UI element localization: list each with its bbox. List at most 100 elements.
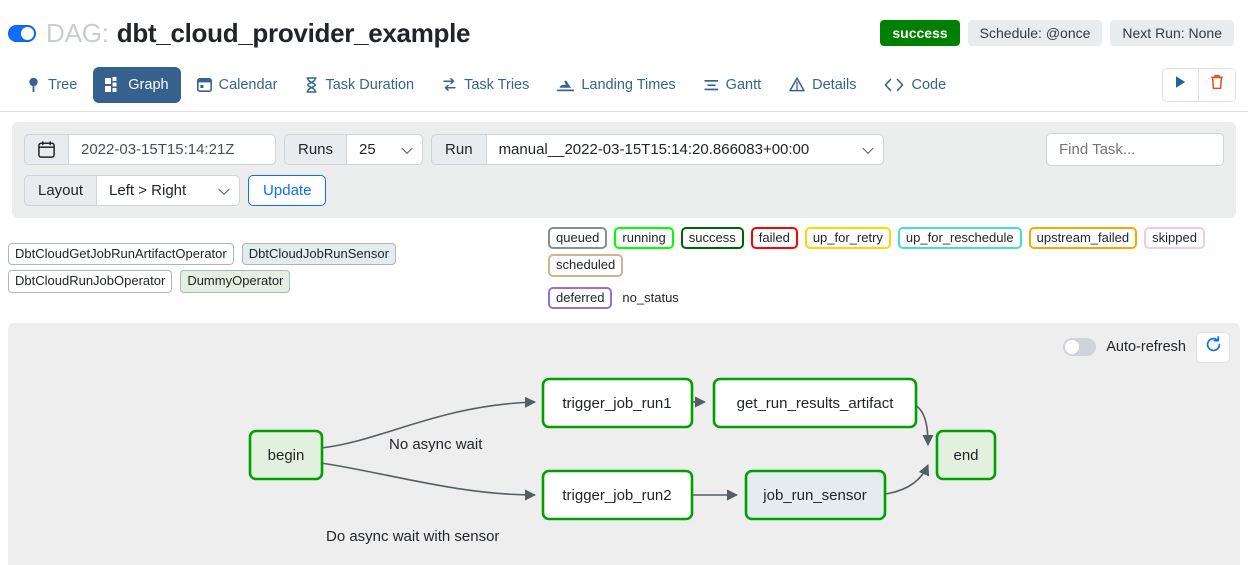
tab-details-label: Details — [812, 76, 857, 93]
run-select[interactable]: manual__2022-03-15T15:14:20.866083+00:00 — [485, 134, 884, 165]
filter-toolbar-wrapper: 2022-03-15T15:14:21Z Runs 25 Run manual_… — [0, 112, 1248, 218]
search-input[interactable] — [1046, 133, 1224, 166]
graph-node-get-run-results-artifact[interactable]: get_run_results_artifact — [712, 377, 918, 429]
legend-state-success[interactable]: success — [680, 227, 744, 250]
page-title: dbt_cloud_provider_example — [116, 17, 471, 48]
graph-node-label: begin — [268, 447, 305, 464]
edge-label-no-async-wait: No async wait — [389, 436, 483, 453]
filter-row-secondary: Layout Left > Right Update — [24, 175, 1224, 206]
filter-toolbar: 2022-03-15T15:14:21Z Runs 25 Run manual_… — [12, 122, 1236, 218]
tab-gantt-label: Gantt — [725, 76, 762, 93]
refresh-button[interactable] — [1196, 331, 1230, 363]
graph-node-label: job_run_sensor — [762, 487, 866, 504]
page-header: DAG: dbt_cloud_provider_example success … — [0, 0, 1248, 58]
trigger-dag-button[interactable] — [1162, 67, 1199, 102]
schedule-badge: Schedule: @once — [967, 20, 1103, 46]
graph-node-label: end — [953, 447, 978, 464]
status-badge: success — [880, 20, 960, 46]
legend-row: DbtCloudGetJobRunArtifactOperator DbtClo… — [8, 227, 1240, 309]
header-badges: success Schedule: @once Next Run: None — [880, 20, 1234, 46]
tab-code-label: Code — [911, 76, 947, 93]
tab-code[interactable]: Code — [872, 67, 958, 103]
legend-state-failed[interactable]: failed — [750, 227, 798, 250]
run-label: Run — [431, 134, 487, 165]
tab-tree-label: Tree — [48, 76, 78, 93]
graph-edge-labels: No async wait Do async wait with sensor — [326, 436, 499, 545]
edge-label-do-async-wait: Do async wait with sensor — [326, 528, 499, 545]
calendar-icon[interactable] — [24, 134, 69, 165]
graph-node-label: trigger_job_run1 — [562, 395, 671, 412]
tab-landing-times-label: Landing Times — [581, 76, 676, 93]
graph-node-begin[interactable]: begin — [248, 429, 324, 481]
details-icon — [789, 77, 805, 92]
legend-state-scheduled[interactable]: scheduled — [548, 254, 624, 277]
runs-select[interactable]: 25 — [346, 134, 424, 165]
legend-operator-chip[interactable]: DummyOperator — [180, 270, 291, 293]
play-icon — [1174, 75, 1187, 94]
tab-details[interactable]: Details — [777, 67, 868, 103]
legend-operator-chip[interactable]: DbtCloudGetJobRunArtifactOperator — [8, 243, 234, 266]
update-button[interactable]: Update — [248, 175, 327, 206]
tab-landing-times[interactable]: Landing Times — [545, 67, 687, 103]
dag-pause-toggle[interactable] — [8, 24, 36, 42]
dag-actions — [1162, 67, 1236, 102]
tab-task-tries-label: Task Tries — [464, 76, 530, 93]
tab-calendar[interactable]: Calendar — [185, 67, 290, 103]
layout-select[interactable]: Left > Right — [96, 175, 241, 206]
legend-state-deferred[interactable]: deferred — [548, 286, 613, 309]
graph-node-label: get_run_results_artifact — [737, 395, 895, 412]
tab-task-tries[interactable]: Task Tries — [430, 67, 541, 103]
tab-graph[interactable]: Graph — [93, 66, 181, 103]
hourglass-icon — [305, 76, 318, 93]
graph-node-trigger-job-run2[interactable]: trigger_job_run2 — [541, 469, 694, 521]
refresh-icon — [1205, 336, 1222, 358]
legend-state-upstream-failed[interactable]: upstream_failed — [1028, 227, 1138, 250]
legend-state-running[interactable]: running — [614, 227, 674, 250]
runs-label: Runs — [284, 134, 348, 165]
legend-operator-chip[interactable]: DbtCloudRunJobOperator — [8, 270, 173, 293]
dag-graph-svg[interactable]: No async wait Do async wait with sensor … — [8, 323, 1240, 565]
graph-controls: Auto-refresh — [1063, 331, 1230, 363]
tab-graph-label: Graph — [128, 76, 169, 93]
tab-task-duration[interactable]: Task Duration — [293, 67, 426, 103]
tab-tree[interactable]: Tree — [14, 67, 89, 103]
runs-group: Runs 25 — [284, 134, 424, 165]
legend-operator-chip[interactable]: DbtCloudJobRunSensor — [241, 243, 396, 266]
landing-icon — [557, 77, 575, 92]
edge-begin-to-trigger1 — [320, 396, 537, 449]
auto-refresh-toggle[interactable] — [1063, 338, 1097, 357]
graph-node-end[interactable]: end — [935, 429, 997, 481]
tab-calendar-label: Calendar — [218, 76, 278, 93]
execution-date-group: 2022-03-15T15:14:21Z — [24, 134, 276, 165]
legend-state-up-for-reschedule[interactable]: up_for_reschedule — [897, 227, 1022, 250]
graph-node-trigger-job-run1[interactable]: trigger_job_run1 — [541, 377, 694, 429]
tree-icon — [26, 77, 41, 93]
dag-label: DAG: — [46, 17, 109, 48]
legend-state-up-for-retry[interactable]: up_for_retry — [804, 227, 891, 250]
tab-gantt[interactable]: Gantt — [692, 67, 773, 103]
legend-state-skipped[interactable]: skipped — [1144, 227, 1205, 250]
next-run-badge: Next Run: None — [1110, 20, 1234, 46]
gantt-icon — [704, 78, 719, 92]
code-icon — [884, 78, 904, 92]
retry-icon — [442, 77, 457, 92]
graph-node-label: trigger_job_run2 — [562, 487, 671, 504]
calendar-icon — [196, 77, 212, 92]
execution-date-input[interactable]: 2022-03-15T15:14:21Z — [68, 134, 276, 165]
delete-dag-button[interactable] — [1199, 67, 1236, 102]
state-legend: queued running success failed up_for_ret… — [548, 227, 1240, 309]
graph-node-job-run-sensor[interactable]: job_run_sensor — [744, 469, 887, 521]
legend: DbtCloudGetJobRunArtifactOperator DbtClo… — [0, 218, 1248, 317]
legend-state-queued[interactable]: queued — [548, 227, 608, 250]
tab-task-duration-label: Task Duration — [325, 76, 415, 93]
layout-label: Layout — [24, 175, 98, 206]
view-tabs: Tree Graph Calendar Task Duration Task T — [0, 58, 1248, 112]
graph-canvas: Auto-refresh — [8, 322, 1240, 565]
edge-begin-to-trigger2 — [320, 461, 537, 501]
legend-state-no-status: no_status — [622, 290, 679, 306]
operator-legend: DbtCloudGetJobRunArtifactOperator DbtClo… — [8, 243, 548, 293]
filter-row-primary: 2022-03-15T15:14:21Z Runs 25 Run manual_… — [24, 133, 1224, 166]
run-group: Run manual__2022-03-15T15:14:20.866083+0… — [431, 134, 884, 165]
trash-icon — [1210, 74, 1224, 95]
